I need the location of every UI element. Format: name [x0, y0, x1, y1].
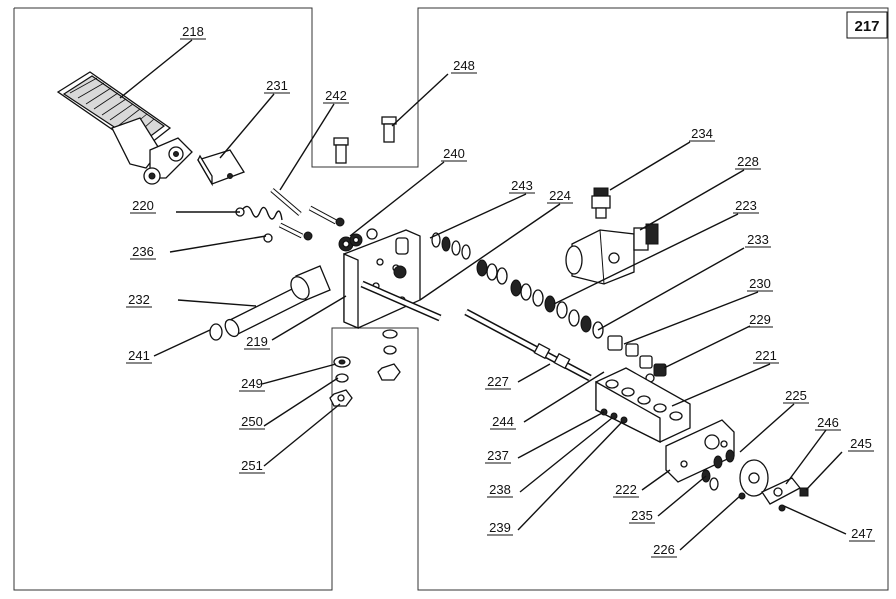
callout-225: 225 — [785, 388, 807, 403]
callout-218: 218 — [182, 24, 204, 39]
callout-219: 219 — [246, 334, 268, 349]
part-manifold-block — [595, 367, 691, 444]
callout-239: 239 — [489, 520, 511, 535]
callout-222: 222 — [615, 482, 637, 497]
part-lever — [761, 477, 809, 512]
callout-232: 232 — [128, 292, 150, 307]
callout-231: 231 — [266, 78, 288, 93]
leader-lines — [119, 39, 847, 551]
callout-229: 229 — [749, 312, 771, 327]
part-seal-stack — [476, 259, 604, 339]
callout-244: 244 — [492, 414, 514, 429]
callout-249: 249 — [241, 376, 263, 391]
callout-237: 237 — [487, 448, 509, 463]
part-pins — [270, 188, 345, 241]
callout-243: 243 — [511, 178, 533, 193]
part-bolt-242 — [333, 137, 349, 164]
part-tube — [209, 265, 331, 341]
callout-227: 227 — [487, 374, 509, 389]
callout-234: 234 — [691, 126, 713, 141]
callout-230: 230 — [749, 276, 771, 291]
callout-248: 248 — [453, 58, 475, 73]
parts — [56, 71, 809, 512]
diagram-number-box: 217 — [846, 11, 888, 39]
callout-underlines — [126, 38, 875, 558]
callout-236: 236 — [132, 244, 154, 259]
diagram-frames — [13, 7, 889, 591]
callout-240: 240 — [443, 146, 465, 161]
callout-220: 220 — [132, 198, 154, 213]
part-disk — [738, 459, 769, 500]
callout-245: 245 — [850, 436, 872, 451]
callout-226: 226 — [653, 542, 675, 557]
callout-246: 246 — [817, 415, 839, 430]
part-nuts-240 — [338, 228, 378, 252]
callout-238: 238 — [489, 482, 511, 497]
callout-251: 251 — [241, 458, 263, 473]
callout-247: 247 — [851, 526, 873, 541]
part-washers-249-251 — [329, 329, 401, 407]
callout-242: 242 — [325, 88, 347, 103]
part-fitting-234 — [591, 187, 611, 219]
part-flange — [665, 419, 735, 483]
callout-221: 221 — [755, 348, 777, 363]
part-pedal — [56, 71, 193, 185]
callout-233: 233 — [747, 232, 769, 247]
callout-224: 224 — [549, 188, 571, 203]
part-bracket — [197, 149, 245, 187]
part-long-shaft — [464, 308, 592, 382]
part-bolt-248 — [381, 116, 397, 143]
diagram-number: 217 — [854, 18, 879, 35]
callout-241: 241 — [128, 348, 150, 363]
part-washers-243 — [431, 232, 471, 260]
callout-228: 228 — [737, 154, 759, 169]
callout-labels: 218 231 242 248 240 243 224 234 228 223 … — [128, 24, 873, 557]
callout-223: 223 — [735, 198, 757, 213]
part-shaft-224 — [360, 280, 442, 322]
callout-250: 250 — [241, 414, 263, 429]
callout-235: 235 — [631, 508, 653, 523]
part-valve-body — [565, 223, 659, 285]
